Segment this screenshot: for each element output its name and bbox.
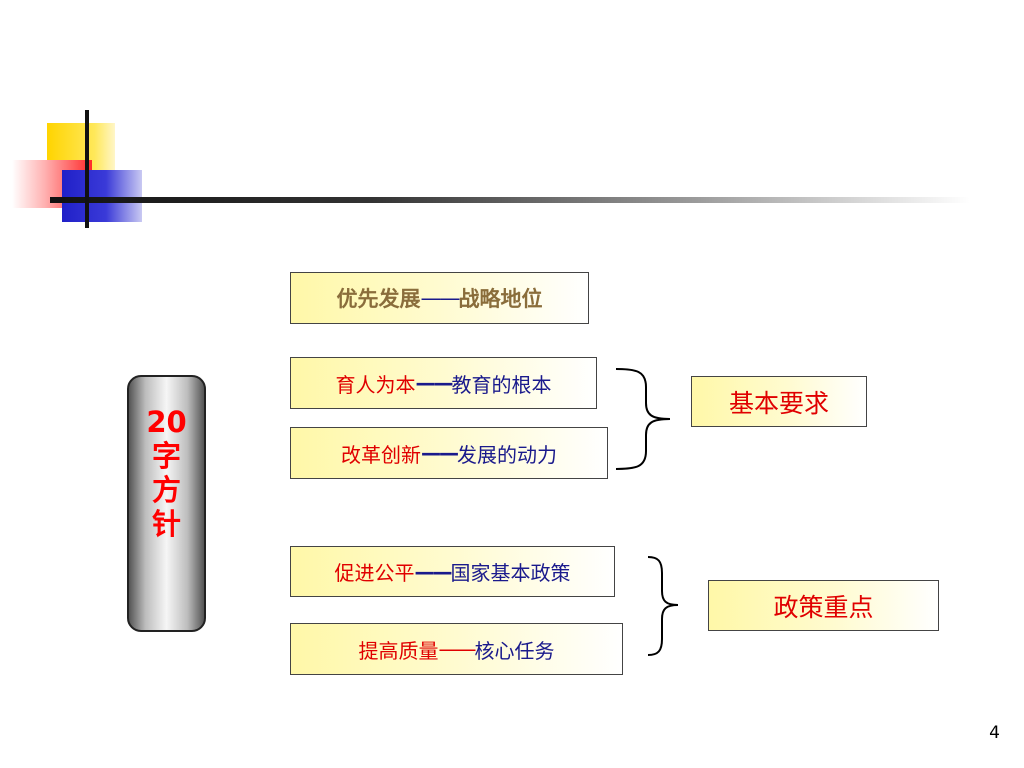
item-priority-development: 优先发展——战略地位 — [290, 272, 589, 324]
item-1-sep: —— — [420, 286, 461, 310]
blue-square-decoration — [62, 170, 142, 222]
title-rule-vertical — [85, 110, 89, 228]
group-policy-focus: 政策重点 — [708, 580, 939, 631]
pillar-text-4: 针 — [151, 507, 181, 541]
pillar-text-2: 字 — [151, 439, 181, 473]
item-1-left: 优先发展 — [336, 287, 421, 311]
item-5-sep: —— — [438, 637, 477, 661]
item-3-left: 改革创新 — [341, 442, 421, 467]
policy-pillar: 20 字 方 针 — [127, 375, 206, 632]
item-3-sep: —— — [421, 441, 459, 465]
item-reform-innovation: 改革创新——发展的动力 — [290, 427, 608, 479]
pillar-text-1: 20 — [146, 405, 187, 439]
item-improve-quality: 提高质量——核心任务 — [290, 623, 623, 675]
item-2-sep: —— — [415, 371, 454, 395]
brace-policy-focus — [647, 556, 679, 656]
item-people-oriented: 育人为本——教育的根本 — [290, 357, 597, 409]
brace-basic-requirements — [615, 368, 671, 470]
item-5-left: 提高质量 — [358, 638, 439, 663]
pillar-text-3: 方 — [151, 473, 181, 507]
item-3-right: 发展的动力 — [457, 442, 557, 467]
item-4-sep: —— — [414, 559, 453, 584]
item-5-right: 核心任务 — [474, 638, 555, 663]
title-rule-horizontal — [50, 197, 970, 203]
item-2-left: 育人为本 — [335, 372, 416, 397]
item-1-right: 战略地位 — [458, 287, 543, 311]
item-promote-fairness: 促进公平——国家基本政策 — [290, 546, 615, 597]
page-number: 4 — [989, 723, 1000, 743]
item-4-left: 促进公平 — [334, 561, 415, 585]
item-4-right: 国家基本政策 — [450, 561, 571, 585]
item-2-right: 教育的根本 — [451, 372, 552, 397]
group-basic-requirements: 基本要求 — [691, 376, 867, 427]
